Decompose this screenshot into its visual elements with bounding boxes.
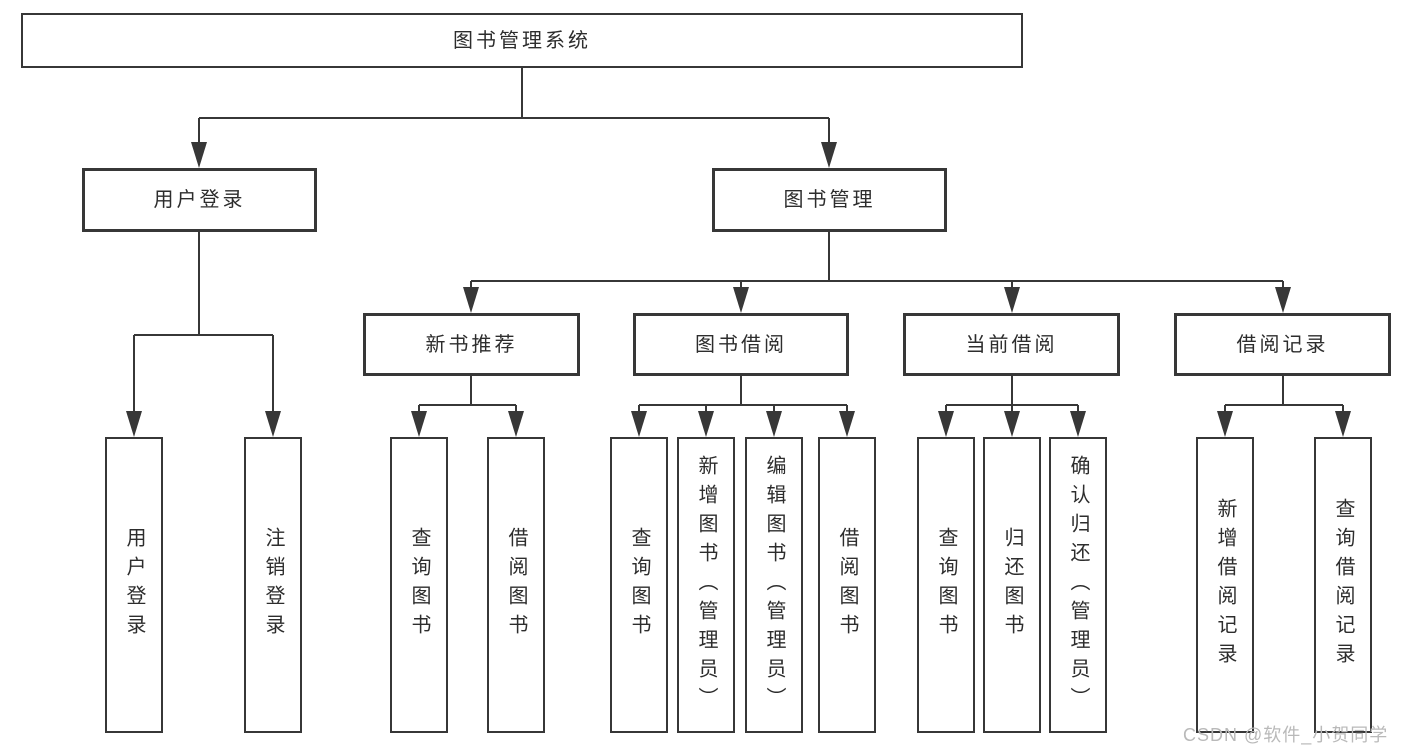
leaf-borrow-books-recommend: 借阅图书 <box>487 437 545 733</box>
node-book-management: 图书管理 <box>712 168 947 232</box>
node-user-login: 用户登录 <box>82 168 317 232</box>
leaf-query-borrow-record: 查询借阅记录 <box>1314 437 1372 733</box>
csdn-watermark: CSDN @软件_小贺同学 <box>1183 725 1389 745</box>
leaf-edit-books-admin: 编辑图书（管理员） <box>745 437 803 733</box>
node-library-system: 图书管理系统 <box>21 13 1023 68</box>
leaf-confirm-return-admin: 确认归还（管理员） <box>1049 437 1107 733</box>
node-new-book-recommend: 新书推荐 <box>363 313 580 376</box>
leaf-return-books: 归还图书 <box>983 437 1041 733</box>
leaf-user-login: 用户登录 <box>105 437 163 733</box>
leaf-add-borrow-record: 新增借阅记录 <box>1196 437 1254 733</box>
node-borrowing-records: 借阅记录 <box>1174 313 1391 376</box>
arrowheads <box>126 142 1351 437</box>
node-current-borrowing: 当前借阅 <box>903 313 1120 376</box>
leaf-query-books-borrowing: 查询图书 <box>610 437 668 733</box>
leaf-logout: 注销登录 <box>244 437 302 733</box>
leaf-query-books-current: 查询图书 <box>917 437 975 733</box>
node-book-borrowing: 图书借阅 <box>633 313 849 376</box>
leaf-query-books-recommend: 查询图书 <box>390 437 448 733</box>
leaf-borrow-books-borrowing: 借阅图书 <box>818 437 876 733</box>
leaf-add-books-admin: 新增图书（管理员） <box>677 437 735 733</box>
